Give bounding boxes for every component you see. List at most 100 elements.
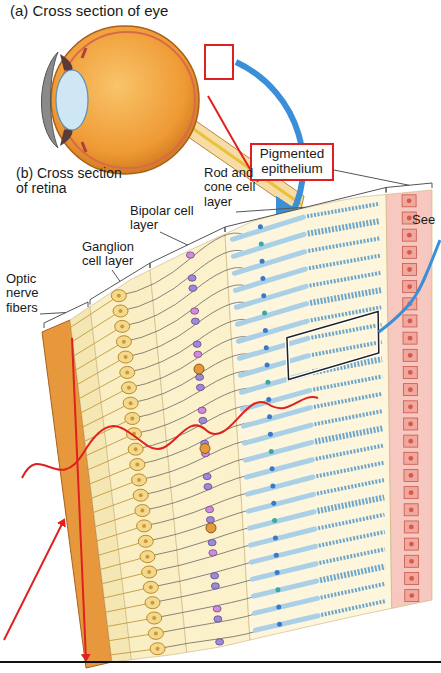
dendrite xyxy=(151,560,261,588)
layer-label: Rod and cone cell layer xyxy=(204,166,268,209)
photoreceptor-outer xyxy=(309,256,380,269)
photoreceptor-inner xyxy=(237,286,307,307)
ganglion-cell xyxy=(111,290,126,302)
photoreceptor-outer xyxy=(319,532,385,546)
pigment-cell xyxy=(405,572,419,584)
photoreceptor-nucleus xyxy=(266,397,271,402)
photoreceptor-outer xyxy=(321,584,386,598)
dendrite xyxy=(141,457,255,495)
photoreceptor-outer xyxy=(316,446,384,459)
bipolar-cell xyxy=(206,517,214,523)
ganglion-cell xyxy=(150,643,165,655)
pigment-cell xyxy=(404,469,418,481)
pigment-cell xyxy=(403,349,417,361)
photoreceptor-inner xyxy=(240,338,308,358)
ganglion-cell xyxy=(132,474,147,486)
callout-reference: See xyxy=(412,213,441,227)
photoreceptor-nucleus xyxy=(275,587,280,592)
pigment-nucleus xyxy=(408,370,413,375)
bipolar-cell xyxy=(191,308,199,314)
photoreceptor-inner xyxy=(236,269,306,290)
pigment-nucleus xyxy=(409,507,414,512)
bipolar-cell xyxy=(198,407,206,413)
ganglion-cell xyxy=(135,505,150,517)
dendrite xyxy=(144,491,257,526)
rod-cone-layer xyxy=(225,195,392,641)
photoreceptor-nucleus xyxy=(267,414,272,419)
nucleus xyxy=(149,585,153,589)
photoreceptor-nucleus xyxy=(260,276,265,281)
ganglion-cell xyxy=(138,535,153,547)
bipolar-cell xyxy=(186,252,194,258)
dendrite xyxy=(154,594,262,618)
ciliary-body xyxy=(82,48,86,152)
photoreceptor-nucleus xyxy=(262,311,267,316)
ganglion-cell xyxy=(147,612,162,624)
light-path-annotation xyxy=(22,397,318,478)
panel-title: (a) Cross section of eye xyxy=(10,3,240,20)
photoreceptor-inner xyxy=(251,529,315,545)
axon xyxy=(71,296,119,327)
photoreceptor-nucleus xyxy=(277,622,282,627)
layer-label: Bipolar cell layer xyxy=(130,204,194,233)
callout-box xyxy=(287,312,379,380)
photoreceptor-inner xyxy=(255,598,318,613)
dendrite xyxy=(158,628,265,649)
ganglion-cell xyxy=(143,581,158,593)
dendrite xyxy=(121,250,244,311)
divider-line xyxy=(0,661,441,663)
layer-bracket xyxy=(40,302,88,328)
dendrite xyxy=(131,354,250,403)
photoreceptor-outer xyxy=(315,428,383,441)
dendrite xyxy=(119,233,243,296)
photoreceptor-nucleus xyxy=(270,484,275,489)
layer-label: Pigmented epithelium xyxy=(252,147,332,177)
photoreceptor-inner xyxy=(245,425,312,443)
callout-leader xyxy=(378,240,440,332)
ganglion-cell xyxy=(148,627,163,639)
pigment-cell xyxy=(404,435,418,447)
nucleus xyxy=(120,324,124,328)
dendrite xyxy=(129,337,249,388)
amacrine-cell xyxy=(206,523,216,533)
axon xyxy=(78,357,126,384)
dendrite xyxy=(156,611,264,634)
axon xyxy=(88,449,135,469)
pigment-cell xyxy=(404,538,418,550)
photoreceptor-outer xyxy=(320,566,385,580)
nucleus xyxy=(119,309,123,313)
pigment-cell xyxy=(403,384,417,396)
photoreceptor-outer xyxy=(321,601,385,615)
bipolar-cell xyxy=(211,583,219,589)
photoreceptor-inner xyxy=(239,321,308,341)
photoreceptor-nucleus xyxy=(274,553,279,558)
nucleus xyxy=(122,340,126,344)
nucleus xyxy=(130,416,134,420)
pigment-nucleus xyxy=(408,319,413,324)
pigment-layer xyxy=(386,190,432,608)
pigment-cell xyxy=(404,504,418,516)
nucleus xyxy=(134,447,138,451)
photoreceptor-outer xyxy=(318,497,385,511)
axon xyxy=(73,311,121,341)
photoreceptor-outer xyxy=(307,204,380,217)
photoreceptor-outer xyxy=(313,376,382,389)
photoreceptor-inner xyxy=(238,304,307,325)
layer-bracket xyxy=(90,263,150,305)
pigment-nucleus xyxy=(407,198,412,203)
pigment-nucleus xyxy=(409,542,414,547)
pigment-cell xyxy=(403,401,417,413)
bipolar-cell xyxy=(204,483,212,489)
pigment-cell xyxy=(403,332,417,344)
photoreceptor-inner xyxy=(254,581,317,596)
photoreceptor-nucleus xyxy=(273,535,278,540)
photoreceptor-nucleus xyxy=(276,605,281,610)
bipolar-cell xyxy=(191,318,199,324)
dendrite xyxy=(126,302,247,357)
nucleus xyxy=(139,493,143,497)
bipolar-cell xyxy=(188,275,196,281)
photoreceptor-nucleus xyxy=(258,224,263,229)
pigment-cell xyxy=(402,195,416,207)
bipolar-cell xyxy=(196,374,204,380)
